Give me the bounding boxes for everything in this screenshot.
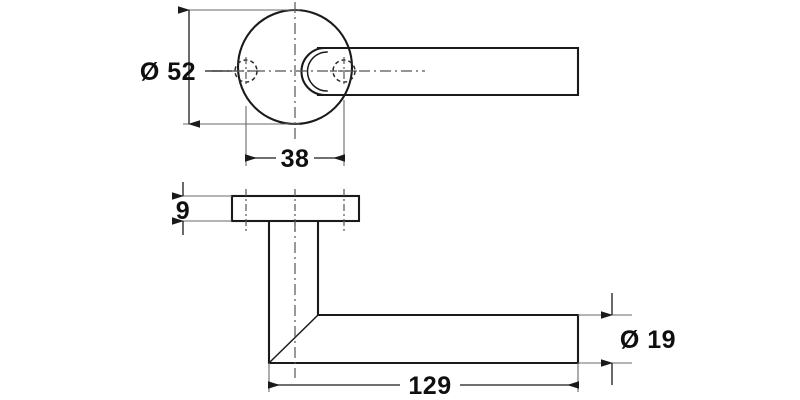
lever-neck-opening-inner [306,51,328,92]
lever-elbow-chamfer [267,313,320,365]
side-view-group: 9 129 Ø 19 [172,182,676,400]
lever-arm-outline [316,46,580,97]
dim-lever-length-label: 129 [408,372,451,400]
dim-rose-projection-label: 38 [281,145,310,173]
front-view-group: Ø 52 38 [140,2,580,173]
dim-lever-diameter-label: Ø 19 [620,326,676,354]
screw-hole-right [330,57,358,85]
dim-rose-diameter-label: Ø 52 [140,58,196,86]
screw-hole-left [232,57,260,85]
lever-profile-outline [267,219,580,365]
dim-rose-thickness-label: 9 [176,197,190,225]
